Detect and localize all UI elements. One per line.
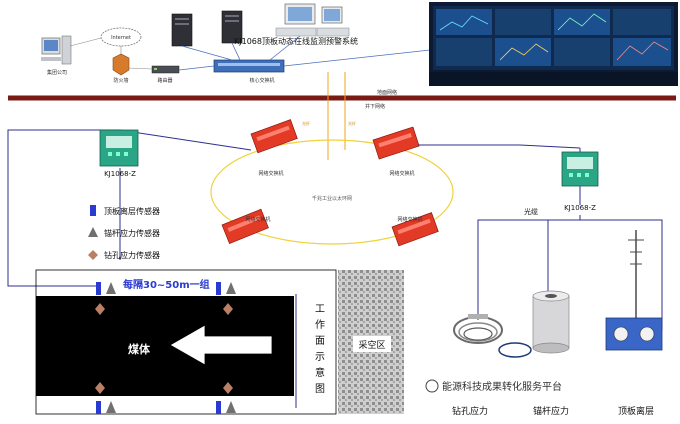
equipment-label: 顶板离层	[618, 405, 654, 417]
underground-net-label: 井下网络	[365, 103, 385, 110]
firewall-icon	[112, 53, 130, 76]
switch-label: 网络交换机	[389, 170, 414, 177]
legend-label: 锚杆应力传感器	[104, 228, 160, 238]
bolt-sensor	[106, 401, 116, 413]
workstation-icon	[275, 3, 350, 37]
left-cable	[7, 129, 252, 287]
borehole-sensor	[223, 303, 233, 315]
bolt-sensor	[226, 401, 236, 413]
left-substation-label: KJ1068-Z	[104, 170, 136, 178]
videowall-link	[283, 49, 431, 67]
server-icon	[221, 10, 243, 44]
router-core-link	[178, 65, 215, 71]
network-switch-icon	[221, 208, 269, 244]
borehole-sensor	[223, 382, 233, 394]
network-switch-icon	[372, 126, 420, 160]
coal-label: 煤体	[128, 342, 151, 356]
right-substation-label: KJ1068-Z	[564, 204, 596, 212]
network-switch-icon	[391, 212, 439, 247]
watermark-text: 能源科技成果转化服务平台	[442, 380, 562, 393]
interval-label: 每隔30~50m一组	[123, 278, 210, 291]
substation-icon	[561, 151, 599, 187]
bolt-sensor	[106, 282, 116, 294]
substation-icon	[99, 129, 139, 167]
server-icon	[171, 13, 193, 47]
server-link	[181, 45, 233, 61]
control-room-videowall	[429, 2, 678, 86]
borehole-sensor	[95, 303, 105, 315]
roof-sensor-symbol	[90, 205, 96, 216]
right-cable-c	[580, 219, 663, 330]
equipment-label: 锚杆应力	[533, 405, 569, 417]
legend: 顶板离层传感器 锚杆应力传感器 钻孔应力传感器	[88, 205, 160, 260]
ground-net-label: 地面网络	[377, 89, 397, 96]
core-switch-label: 核心交换机	[249, 77, 274, 84]
borehole-stress-gauge	[453, 314, 503, 344]
svg-text:示: 示	[315, 352, 325, 363]
fiber-note: 光纤	[302, 120, 310, 126]
fiber-cable-label: 光缆	[524, 207, 538, 216]
core-switch-icon	[213, 59, 285, 73]
goaf-label: 采空区	[358, 339, 385, 351]
borehole-sensor	[95, 382, 105, 394]
firewall-router-link	[128, 67, 153, 70]
advance-direction-arrow	[169, 324, 273, 366]
watermark: 能源科技成果转化服务平台	[425, 379, 562, 393]
office-label: 集团公司	[47, 69, 67, 76]
switch-label: 网络交换机	[258, 170, 283, 177]
roof-sensor	[96, 401, 101, 414]
workface-label: 工 作 面 示 意 图	[315, 304, 325, 395]
server-link	[231, 42, 241, 61]
internet-label: Internet	[111, 35, 131, 41]
bolt-sensor	[226, 282, 236, 294]
router-label: 路由器	[157, 77, 172, 84]
internet-cloud-icon	[100, 27, 142, 47]
goaf-label-bg	[353, 336, 391, 352]
sensor-group	[95, 282, 116, 315]
borehole-sensor-symbol	[88, 250, 98, 260]
svg-text:工: 工	[315, 304, 325, 315]
switch-label: 网络交换机	[245, 216, 270, 223]
svg-text:作: 作	[315, 319, 325, 331]
legend-label: 钻孔应力传感器	[104, 250, 160, 260]
wechat-icon	[425, 379, 439, 393]
right-ring-cable	[418, 144, 581, 149]
right-cable-b	[547, 219, 580, 300]
sensor-group	[216, 282, 236, 315]
network-switch-icon	[250, 119, 298, 154]
bolt-stress-meter	[532, 290, 570, 354]
svg-text:面: 面	[315, 336, 325, 347]
bolt-meter-cable	[498, 342, 532, 358]
ethernet-ring	[210, 139, 454, 245]
svg-text:意: 意	[315, 366, 325, 379]
right-cable-a	[477, 215, 581, 320]
equipment-label: 钻孔应力	[452, 405, 488, 417]
svg-text:图: 图	[315, 383, 325, 395]
switch-label: 网络交换机	[397, 216, 422, 223]
sensor-group	[95, 382, 116, 414]
ring-label: 千兆工业以太环网	[312, 195, 352, 202]
legend-label: 顶板离层传感器	[104, 206, 160, 216]
fiber-note: 光纤	[348, 120, 356, 126]
office-computer-icon	[41, 35, 72, 65]
office-link	[69, 37, 102, 47]
sensor-group	[216, 382, 236, 414]
workstation-link	[269, 35, 301, 61]
bolt-sensor-symbol	[88, 227, 98, 237]
firewall-label: 防火墙	[113, 77, 128, 84]
router-icon	[151, 65, 180, 74]
roof-sensor	[216, 401, 221, 414]
cable-lines	[7, 129, 663, 408]
roof-sensor	[96, 282, 101, 295]
system-title: KJ1068顶板动态在线监测预警系统	[234, 36, 358, 46]
roof-sensor	[216, 282, 221, 295]
roof-separation-indicator	[605, 230, 663, 351]
